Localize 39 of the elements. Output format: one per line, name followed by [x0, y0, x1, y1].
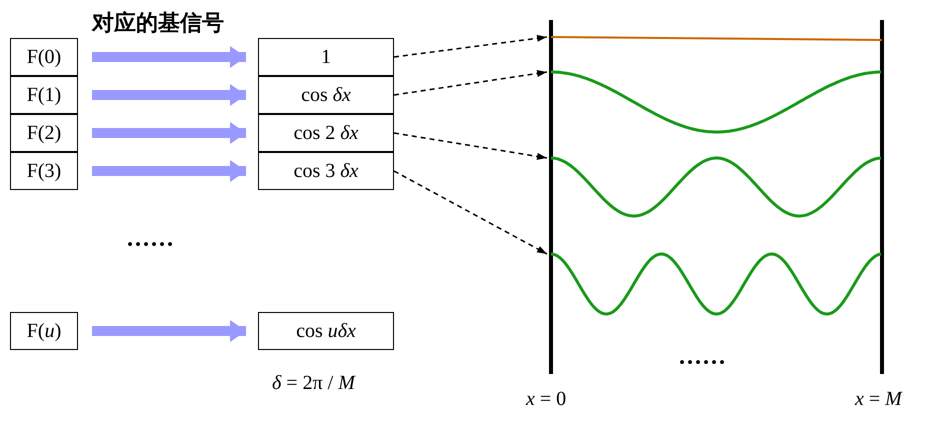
- box-label: cos 3 δx: [294, 160, 358, 182]
- coefficient-box: [10, 114, 78, 152]
- cosine-curve: [550, 252, 882, 316]
- box-label: F(3): [26, 160, 62, 182]
- basis-function-box: [258, 152, 394, 190]
- dashed-arrow: [394, 132, 548, 160]
- constant-line: [551, 36, 882, 41]
- coefficient-box: [10, 76, 78, 114]
- cosine-curve: [550, 156, 882, 218]
- coefficient-box: [10, 312, 78, 350]
- cosine-curve: [550, 70, 882, 134]
- coefficient-box: [10, 38, 78, 76]
- basis-function-box: [258, 76, 394, 114]
- header-text: 对应的基信号: [92, 10, 224, 38]
- box-label: 1: [321, 46, 331, 68]
- block-arrow: [92, 46, 246, 68]
- block-arrow: [92, 160, 246, 182]
- box-label: F(0): [26, 46, 62, 68]
- block-arrow: [92, 122, 246, 144]
- block-arrow: [92, 84, 246, 106]
- formula-text: δ = 2π / M: [272, 372, 355, 395]
- dashed-arrow: [394, 70, 548, 96]
- coefficient-box: [10, 152, 78, 190]
- ellipsis-dots: ······: [678, 350, 726, 377]
- box-label: F(1): [26, 84, 62, 106]
- axis-label: x = M: [855, 388, 902, 411]
- basis-function-box: [258, 38, 394, 76]
- box-label: cos uδx: [296, 320, 356, 342]
- block-arrow: [92, 320, 246, 342]
- box-label: cos δx: [301, 84, 351, 106]
- axis-label: x = 0: [526, 388, 566, 411]
- dashed-arrow: [394, 34, 548, 58]
- basis-function-box: [258, 114, 394, 152]
- box-label: F(u): [26, 320, 62, 342]
- basis-function-box: [258, 312, 394, 350]
- box-label: F(2): [26, 122, 62, 144]
- dashed-arrow: [394, 170, 548, 255]
- ellipsis-dots: ······: [126, 232, 174, 259]
- box-label: cos 2 δx: [294, 122, 358, 144]
